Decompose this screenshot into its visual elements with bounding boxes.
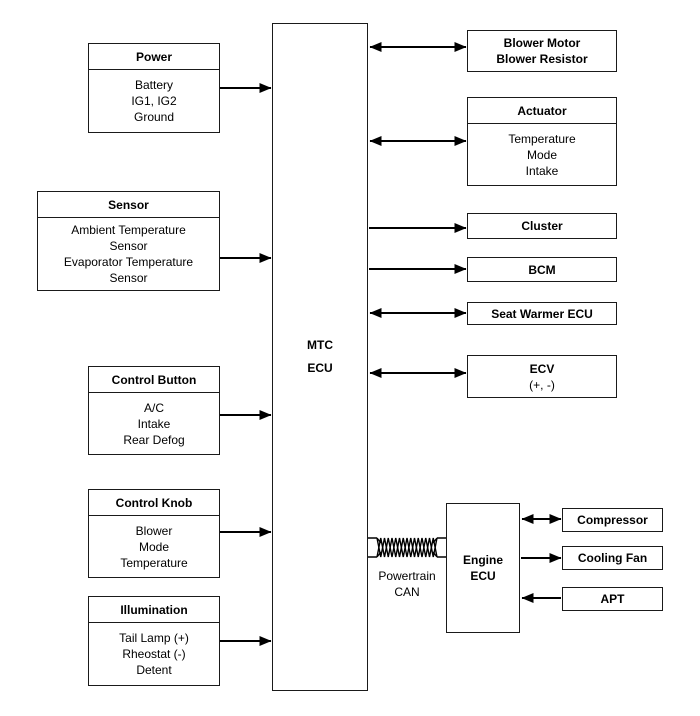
illumination-box-content: Tail Lamp (+) Rheostat (-) Detent: [89, 623, 219, 685]
bcm-box: BCM: [467, 257, 617, 282]
cluster-box-label: Cluster: [521, 219, 563, 233]
control-knob-box-title: Control Knob: [89, 490, 219, 516]
power-box-content: Battery IG1, IG2 Ground: [89, 70, 219, 132]
power-line: Ground: [133, 110, 175, 124]
mtc-ecu-label: MTC ECU: [307, 334, 333, 380]
control-button-box-content: A/C Intake Rear Defog: [89, 393, 219, 454]
powertrain-can-label-line2: CAN: [394, 585, 420, 599]
bcm-box-label: BCM: [528, 262, 556, 277]
control-button-line: Rear Defog: [123, 432, 185, 447]
sensor-box: Sensor Ambient Temperature Sensor Evapor…: [37, 191, 220, 291]
powertrain-can-label: Powertrain CAN: [357, 568, 457, 600]
power-line: IG1, IG2: [131, 94, 177, 108]
powertrain-can-label-line1: Powertrain: [378, 569, 436, 583]
power-line: Battery: [134, 78, 173, 92]
actuator-box: Actuator Temperature Mode Intake: [467, 97, 617, 186]
power-box: Power Battery IG1, IG2 Ground: [88, 43, 220, 133]
actuator-line: Mode: [526, 147, 558, 162]
control-button-box: Control Button A/C Intake Rear Defog: [88, 366, 220, 455]
ecv-box-label: ECV: [529, 361, 555, 376]
control-knob-box-content: Blower Mode Temperature: [89, 516, 219, 577]
sensor-line: Evaporator Temperature: [63, 255, 194, 269]
illumination-line: Rheostat (-): [122, 647, 186, 661]
sensor-box-content: Ambient Temperature Sensor Evaporator Te…: [38, 218, 219, 290]
illumination-box: Illumination Tail Lamp (+) Rheostat (-) …: [88, 596, 220, 686]
ecv-box-subtitle: (+, -): [529, 377, 555, 392]
engine-ecu-box: Engine ECU: [446, 503, 520, 633]
engine-ecu-line1: Engine: [462, 553, 503, 567]
mtc-ecu-box: MTC ECU: [272, 23, 368, 691]
sensor-line: Sensor: [109, 239, 148, 253]
actuator-box-content: Temperature Mode Intake: [468, 124, 616, 185]
control-button-line: A/C: [143, 400, 164, 415]
powertrain-can-coil: [368, 537, 446, 558]
illumination-line: Tail Lamp (+): [119, 631, 189, 645]
cluster-box: Cluster: [467, 213, 617, 239]
cooling-fan-box: Cooling Fan: [562, 546, 663, 570]
compressor-box-label: Compressor: [577, 513, 648, 527]
power-box-title: Power: [89, 44, 219, 70]
control-knob-line: Blower: [135, 523, 173, 538]
actuator-line: Temperature: [508, 131, 576, 146]
seat-warmer-ecu-box: Seat Warmer ECU: [467, 302, 617, 325]
control-button-line: Intake: [137, 416, 171, 431]
control-knob-line: Mode: [138, 539, 170, 554]
sensor-line: Sensor: [109, 271, 148, 285]
cooling-fan-box-label: Cooling Fan: [577, 551, 648, 565]
actuator-box-title: Actuator: [468, 98, 616, 124]
seat-warmer-ecu-box-label: Seat Warmer ECU: [491, 306, 593, 321]
illumination-line: Detent: [136, 663, 172, 677]
engine-ecu-line2: ECU: [470, 569, 496, 583]
mtc-ecu-line2: ECU: [307, 361, 333, 375]
ecv-box: ECV (+, -): [467, 355, 617, 398]
sensor-box-title: Sensor: [38, 192, 219, 218]
apt-box-label: APT: [600, 592, 625, 606]
mtc-ecu-line1: MTC: [307, 338, 333, 352]
sensor-line: Ambient Temperature: [71, 223, 186, 237]
illumination-box-title: Illumination: [89, 597, 219, 623]
control-knob-box: Control Knob Blower Mode Temperature: [88, 489, 220, 578]
blower-motor-line2: Blower Resistor: [496, 52, 588, 66]
compressor-box: Compressor: [562, 508, 663, 532]
blower-motor-box: Blower Motor Blower Resistor: [467, 30, 617, 72]
blower-motor-line1: Blower Motor: [503, 36, 581, 50]
actuator-line: Intake: [525, 163, 559, 178]
control-button-box-title: Control Button: [89, 367, 219, 393]
control-knob-line: Temperature: [120, 555, 188, 570]
apt-box: APT: [562, 587, 663, 611]
